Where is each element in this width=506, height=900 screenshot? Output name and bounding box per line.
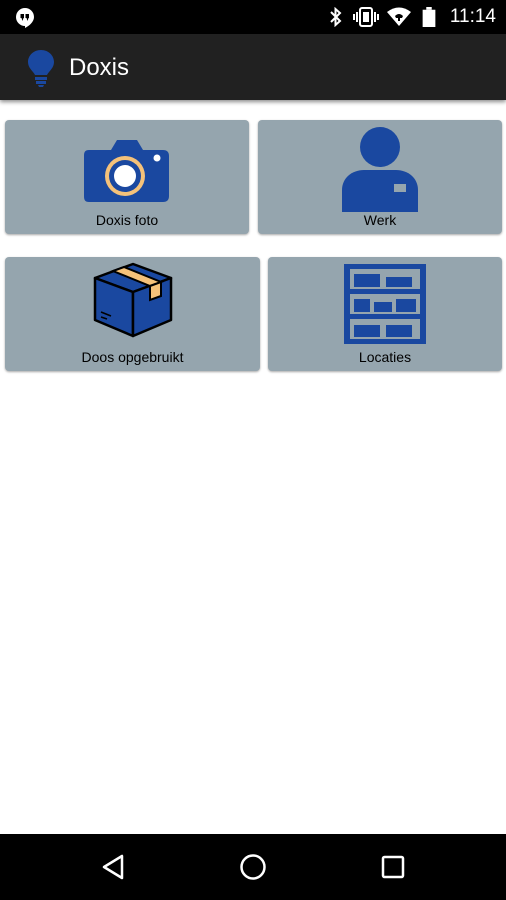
status-time: 11:14 [449, 6, 496, 27]
battery-icon [422, 7, 436, 27]
lightbulb-icon [28, 50, 54, 87]
app-title: Doxis [69, 54, 130, 81]
tile-doos-opgebruikt[interactable]: Doos opgebruikt [5, 257, 260, 371]
tile-label: Doos opgebruikt [81, 349, 184, 365]
tile-doxis-foto[interactable]: Doxis foto [5, 120, 249, 234]
box-icon [93, 262, 172, 338]
vibrate-icon [353, 7, 379, 27]
tile-label: Locaties [358, 349, 412, 365]
hangouts-notification-icon [16, 8, 34, 28]
tile-werk[interactable]: Werk [258, 120, 502, 234]
bluetooth-icon [330, 7, 342, 27]
person-icon [342, 127, 418, 212]
home-icon[interactable] [237, 851, 269, 883]
navigation-bar [0, 834, 506, 900]
tile-label: Doxis foto [95, 212, 159, 228]
camera-icon [84, 140, 169, 202]
shelves-icon [344, 264, 426, 344]
tile-label: Werk [363, 212, 397, 228]
status-bar: 11:14 [0, 0, 506, 34]
recents-icon[interactable] [377, 851, 409, 883]
tile-locaties[interactable]: Locaties [268, 257, 502, 371]
back-icon[interactable] [98, 851, 130, 883]
wifi-icon [387, 7, 411, 26]
app-bar: Doxis [0, 34, 506, 100]
